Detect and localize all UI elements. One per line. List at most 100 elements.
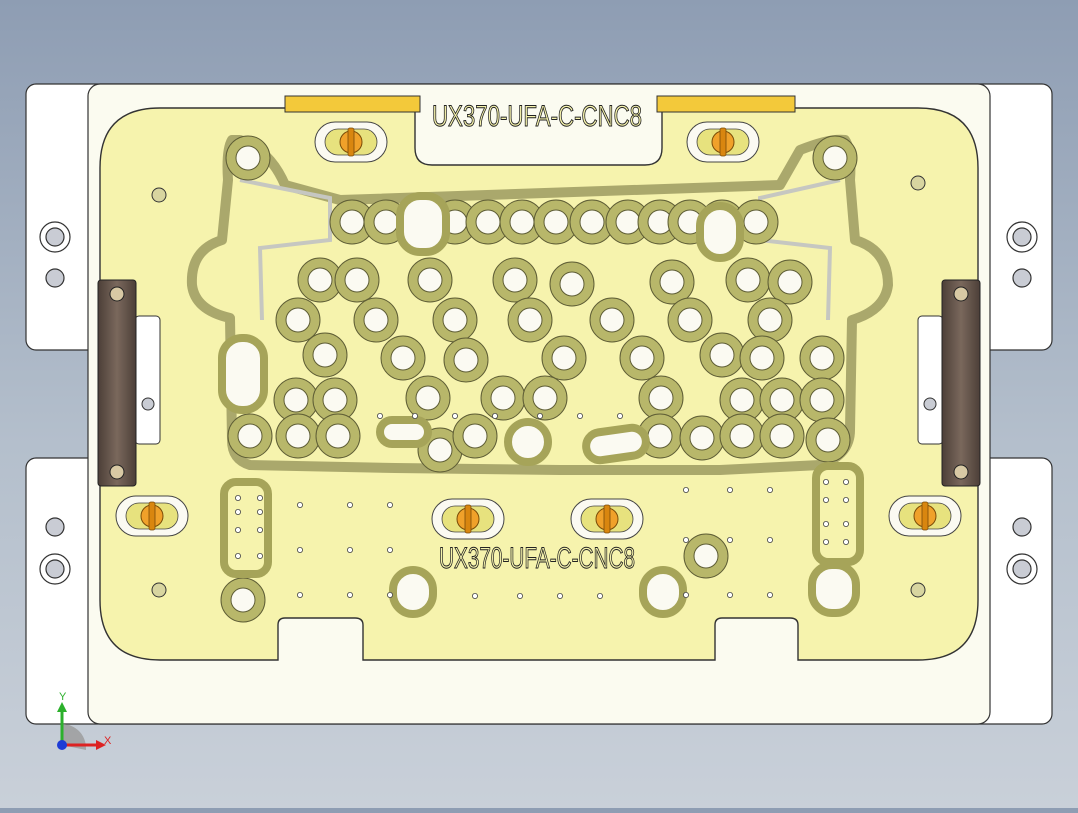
pin-hole [256,553,263,560]
pin-hole [451,412,458,419]
ring-pocket [533,199,579,245]
ring-pocket [452,413,498,459]
pin-hole [683,592,690,599]
triad-y-label: Y [59,691,67,703]
pin-hole [256,494,263,501]
locating-pin [431,498,505,540]
ring-pocket [405,375,451,421]
ring-pocket [739,335,785,381]
ring-pocket [667,297,713,343]
ring-pocket [334,257,380,303]
slot-pockets [218,192,864,618]
ring-pocket [432,297,478,343]
pin-hole [234,508,241,515]
triad-x-label: X [104,735,112,747]
pin-hole [234,553,241,560]
ring-pockets [220,135,858,623]
ring-pocket [799,377,845,423]
ring-pocket [719,377,765,423]
pin-hole [296,592,303,599]
locating-pin [115,495,189,537]
pin-hole [376,412,383,419]
locating-pins [115,121,962,540]
pin-hole [256,527,263,534]
locating-pin [686,121,760,163]
coordinate-triad: Y X [57,691,112,750]
pin-hole [557,593,564,600]
pin-holes [234,412,850,600]
ring-pocket [507,297,553,343]
pin-hole [823,478,830,485]
ring-pocket [312,377,358,423]
plate-reference-holes [151,175,926,598]
pin-hole [296,501,303,508]
locating-pin [314,121,388,163]
ring-pocket [683,533,729,579]
pin-hole [727,537,734,544]
pin-hole [234,527,241,534]
ring-pocket [225,135,271,181]
pin-hole [767,592,774,599]
pin-hole [537,412,544,419]
ring-pocket [638,375,684,421]
pin-hole [843,496,850,503]
pin-hole [767,537,774,544]
ring-pocket [499,199,545,245]
pin-hole [843,521,850,528]
pin-hole [386,547,393,554]
ring-pocket [329,199,375,245]
ring-pocket [549,261,595,307]
ring-pocket [649,259,695,305]
ring-pocket [733,199,779,245]
pin-hole [683,486,690,493]
part-label-bottom: UX370-UFA-C-CNC8 [439,542,635,575]
pin-hole [823,496,830,503]
clamp-right [917,279,981,487]
pin-hole [727,592,734,599]
ring-pocket [805,417,851,463]
pin-hole [843,478,850,485]
ring-pocket [480,375,526,421]
ring-pocket [699,332,745,378]
ring-pocket [522,375,568,421]
pin-hole [617,412,624,419]
ring-pocket [759,413,805,459]
ring-pocket [302,332,348,378]
ring-pocket [719,413,765,459]
ring-pocket [275,297,321,343]
pin-hole [386,592,393,599]
pin-hole [386,501,393,508]
ring-pocket [679,415,725,461]
ring-pocket [275,413,321,459]
pin-hole [491,412,498,419]
ring-pocket [227,413,273,459]
z-axis-marker [57,740,67,750]
pin-hole [296,547,303,554]
ring-pocket [812,135,858,181]
locating-pin [570,498,644,540]
ring-pocket [220,577,266,623]
pin-hole [577,412,584,419]
ring-pocket [407,257,453,303]
ring-pocket [725,257,771,303]
part-label-top: UX370-UFA-C-CNC8 [432,100,642,133]
pin-hole [843,539,850,546]
pin-hole [597,593,604,600]
ring-pocket [589,297,635,343]
ring-pocket [492,257,538,303]
pin-hole [256,508,263,515]
pin-hole [346,547,353,554]
ring-pocket [541,335,587,381]
ring-pocket [443,337,489,383]
pin-hole [767,486,774,493]
ring-pocket [315,413,361,459]
pin-hole [234,494,241,501]
clamp-left [97,279,161,487]
pin-hole [727,486,734,493]
pin-hole [471,593,478,600]
ring-pocket [380,335,426,381]
ring-pocket [353,297,399,343]
pin-hole [517,593,524,600]
ring-pocket [619,335,665,381]
